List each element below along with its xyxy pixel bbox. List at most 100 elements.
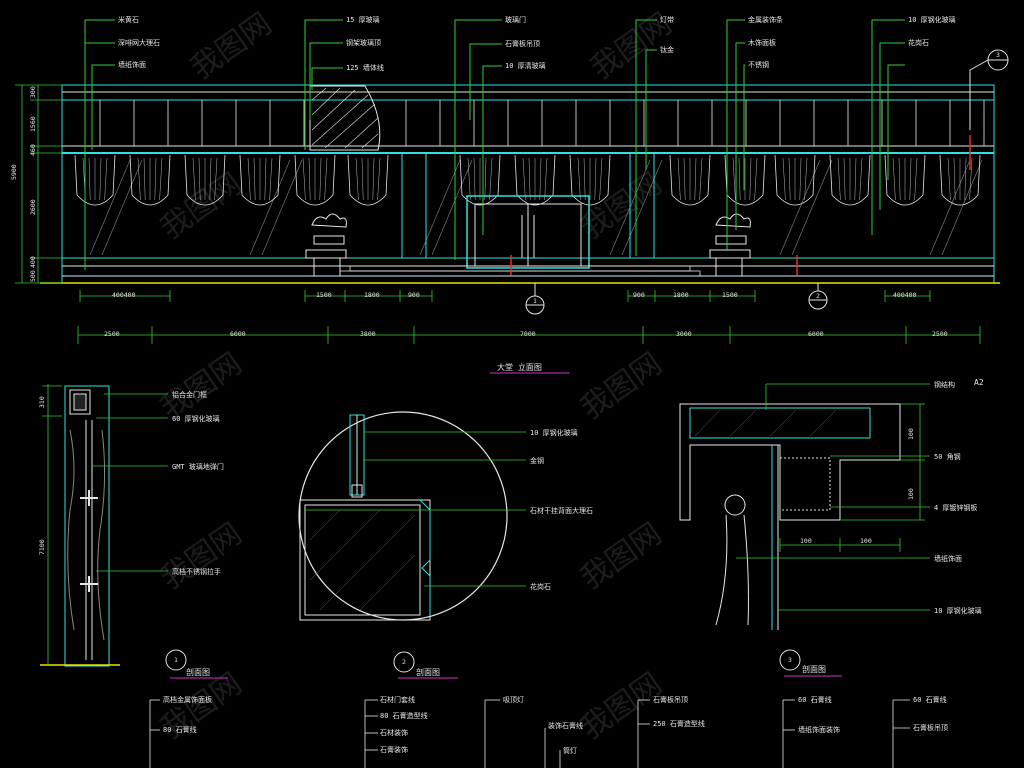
svg-text:10 厚钢化玻璃: 10 厚钢化玻璃 xyxy=(530,428,578,437)
svg-text:310: 310 xyxy=(38,396,46,408)
svg-text:460: 460 xyxy=(29,144,37,156)
drape xyxy=(514,154,556,206)
drape xyxy=(829,154,871,206)
drape xyxy=(74,154,116,206)
svg-text:装饰石膏线: 装饰石膏线 xyxy=(548,721,583,730)
note-label: 10 厚钢化玻璃 xyxy=(908,15,956,24)
note-label: 钛金 xyxy=(660,45,674,54)
watermark-text: 我图网 xyxy=(575,666,669,746)
svg-text:1500: 1500 xyxy=(722,291,738,299)
svg-text:2: 2 xyxy=(816,292,820,300)
svg-text:500: 500 xyxy=(29,270,37,282)
section-2: 10 厚钢化玻璃 金钢 石材干挂背面大理石 花岗石 2 剖面图 xyxy=(298,411,593,679)
svg-text:1800: 1800 xyxy=(673,291,689,299)
vertical-dimension-text: 5900 300 1560 460 2600 400 500 xyxy=(10,86,37,282)
drape xyxy=(569,154,611,206)
watermark-text: 我图网 xyxy=(575,516,669,596)
note-label: 金属装饰条 xyxy=(748,15,783,24)
sheet-number: A2 xyxy=(974,378,984,387)
svg-text:4 厚镀锌钢板: 4 厚镀锌钢板 xyxy=(934,503,977,512)
hatched-panel xyxy=(309,85,381,151)
svg-text:400400: 400400 xyxy=(893,291,917,299)
svg-text:高档金属饰面板: 高档金属饰面板 xyxy=(163,695,212,704)
svg-text:剖面图: 剖面图 xyxy=(802,664,826,674)
svg-text:1560: 1560 xyxy=(29,116,37,132)
note-label: 墙纸饰面 xyxy=(118,60,146,69)
note-label: 米黄石 xyxy=(118,15,139,24)
svg-text:1: 1 xyxy=(174,656,178,664)
section-3: 100 100 100 100 钢结构 50 角钢 4 厚镀锌钢板 墙纸饰面 1… xyxy=(679,380,982,677)
planter-right xyxy=(709,213,751,277)
svg-text:石材干挂背面大理石: 石材干挂背面大理石 xyxy=(530,506,593,515)
svg-text:剖面图: 剖面图 xyxy=(186,667,210,677)
column xyxy=(629,152,655,259)
svg-text:80 石膏造型线: 80 石膏造型线 xyxy=(380,711,428,720)
upper-panels xyxy=(99,100,985,146)
svg-text:剖面图: 剖面图 xyxy=(416,667,440,677)
note-label: 125 墙体线 xyxy=(346,63,384,72)
svg-text:墙纸饰面装饰: 墙纸饰面装饰 xyxy=(798,725,840,734)
column xyxy=(401,152,427,259)
elevation-view: 1 2 3 米黄石 深啡网大理石 墙纸饰面 15 厚玻璃 钢架玻璃顶 125 墙… xyxy=(10,15,1009,387)
drapes xyxy=(74,154,981,206)
svg-text:石材门套线: 石材门套线 xyxy=(380,695,415,704)
note-label: 灯带 xyxy=(660,15,674,24)
svg-text:1: 1 xyxy=(533,297,537,305)
note-label: 不锈钢 xyxy=(748,60,769,69)
svg-text:3000: 3000 xyxy=(676,330,692,338)
drape xyxy=(724,154,766,206)
svg-text:5900: 5900 xyxy=(10,164,18,180)
drape xyxy=(939,154,981,206)
svg-text:GMT 玻璃地弹门: GMT 玻璃地弹门 xyxy=(172,462,224,471)
hatch-lines xyxy=(311,87,379,149)
elevation-title: 大堂 立面图 xyxy=(497,362,542,372)
svg-text:筒灯: 筒灯 xyxy=(563,746,577,755)
note-label: 深啡网大理石 xyxy=(118,38,160,47)
lower-dimensions xyxy=(79,290,931,302)
drape xyxy=(884,154,926,206)
svg-text:2500: 2500 xyxy=(932,330,948,338)
svg-text:900: 900 xyxy=(633,291,645,299)
vertical-dimensions xyxy=(15,84,62,284)
drape xyxy=(669,154,711,206)
svg-text:石膏板吊顶: 石膏板吊顶 xyxy=(653,695,688,704)
lower-dimension-text: 400400 1500 1800 900 900 1800 1500 40040… xyxy=(112,291,917,299)
svg-text:80 石膏线: 80 石膏线 xyxy=(163,725,197,734)
svg-text:2600: 2600 xyxy=(29,199,37,215)
drape xyxy=(239,154,281,206)
svg-text:60 石膏线: 60 石膏线 xyxy=(913,695,947,704)
svg-text:高档不锈钢拉手: 高档不锈钢拉手 xyxy=(172,567,221,576)
svg-text:60 厚钢化玻璃: 60 厚钢化玻璃 xyxy=(172,414,220,423)
svg-text:1800: 1800 xyxy=(364,291,380,299)
svg-text:100: 100 xyxy=(907,488,915,500)
svg-text:250 石膏造型线: 250 石膏造型线 xyxy=(653,719,705,728)
svg-text:墙纸饰面: 墙纸饰面 xyxy=(934,554,962,563)
watermark-text: 我图网 xyxy=(575,346,669,426)
svg-text:10 厚钢化玻璃: 10 厚钢化玻璃 xyxy=(934,606,982,615)
section-1: 310 7100 铝合金门框 60 厚钢化玻璃 GMT 玻璃地弹门 高档不锈钢拉… xyxy=(38,384,228,679)
svg-text:金钢: 金钢 xyxy=(530,456,544,465)
svg-text:7000: 7000 xyxy=(520,330,536,338)
callout-2: 2 xyxy=(808,283,828,310)
svg-text:石材装饰: 石材装饰 xyxy=(380,728,408,737)
callout-1: 1 xyxy=(525,283,545,315)
elevation-notes: 米黄石 深啡网大理石 墙纸饰面 15 厚玻璃 钢架玻璃顶 125 墙体线 玻璃门… xyxy=(118,15,956,72)
glass-reflections xyxy=(89,159,983,256)
svg-text:100: 100 xyxy=(800,537,812,545)
svg-text:吸顶灯: 吸顶灯 xyxy=(503,695,524,704)
svg-text:400400: 400400 xyxy=(112,291,136,299)
svg-text:3: 3 xyxy=(996,51,1000,59)
svg-text:50 角钢: 50 角钢 xyxy=(934,452,961,461)
drape xyxy=(294,154,336,206)
drape xyxy=(774,154,816,206)
note-label: 石膏板吊顶 xyxy=(505,39,540,48)
svg-text:石膏板吊顶: 石膏板吊顶 xyxy=(913,723,948,732)
note-label: 10 厚清玻璃 xyxy=(505,61,546,70)
note-label: 15 厚玻璃 xyxy=(346,15,380,24)
note-label: 玻璃门 xyxy=(505,15,526,24)
elevation-leaders xyxy=(84,19,905,270)
bottom-dimension-text: 2500 6000 3800 7000 3000 6000 2500 xyxy=(104,330,948,338)
svg-text:3: 3 xyxy=(788,656,792,664)
svg-text:铝合金门框: 铝合金门框 xyxy=(172,390,207,399)
